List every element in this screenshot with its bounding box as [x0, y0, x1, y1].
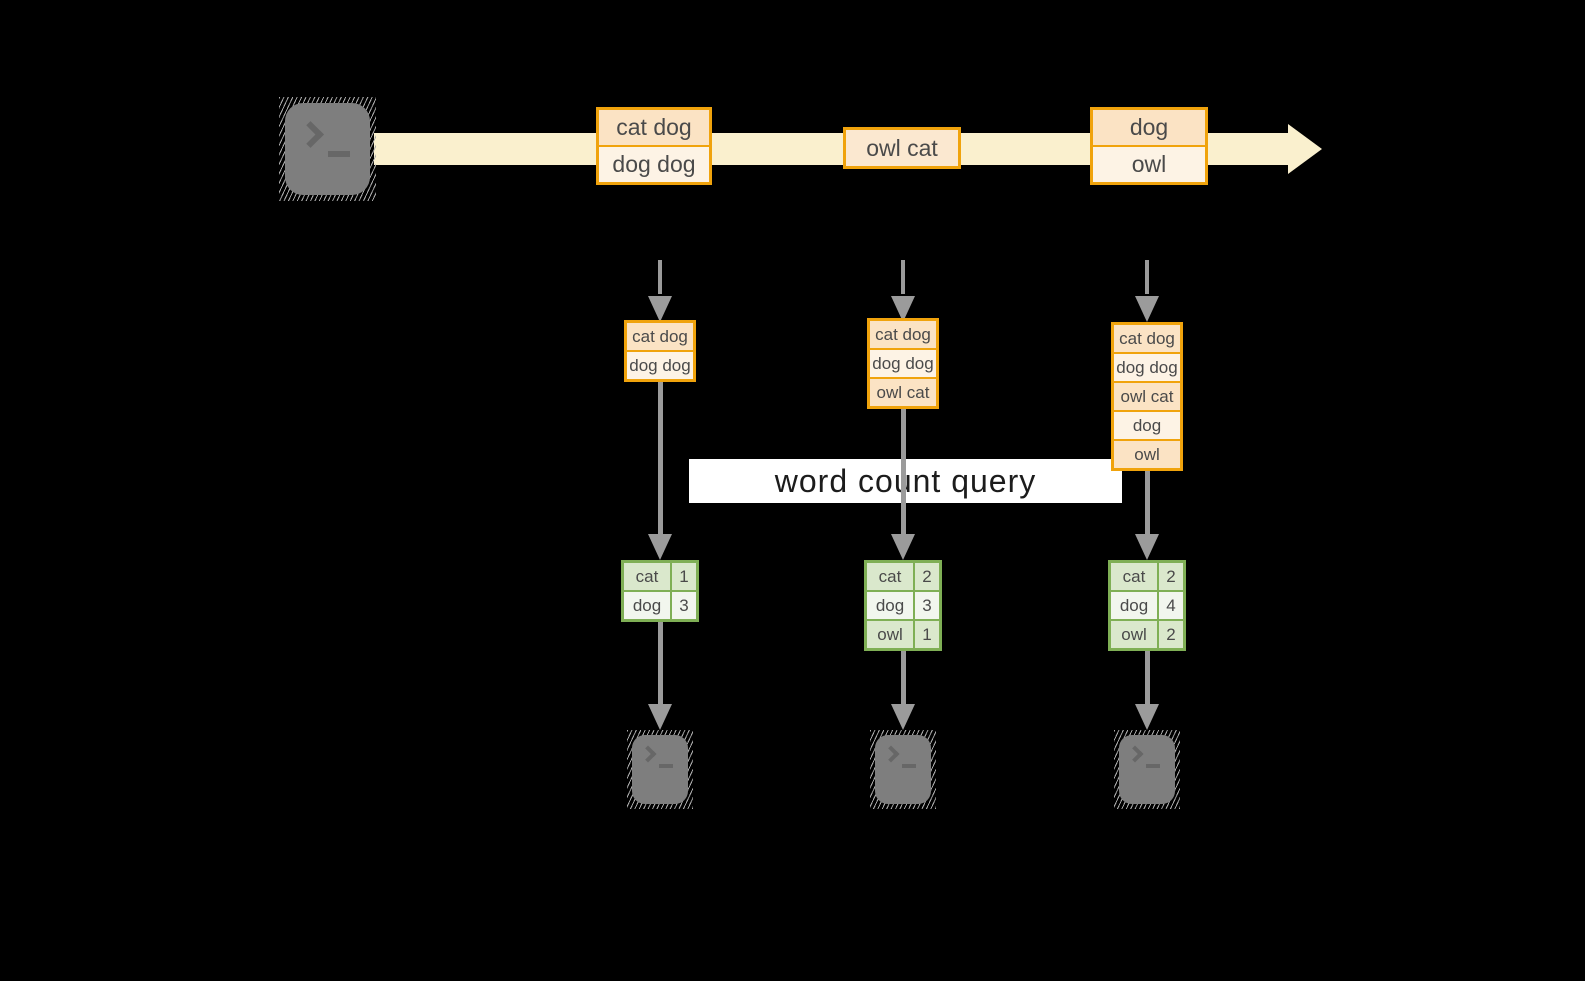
stream-arrowhead-icon: [1288, 124, 1322, 174]
count-word-cell: cat: [867, 563, 913, 590]
prompt-underscore-icon: [902, 764, 916, 768]
message-cell: owl: [1093, 147, 1205, 182]
count-value-cell: 3: [672, 592, 696, 619]
flow-line: [1145, 471, 1150, 534]
terminal-screen: [632, 735, 688, 804]
count-table: cat 1 dog 3: [621, 560, 699, 622]
source-terminal-icon: [279, 97, 376, 201]
count-word-cell: dog: [867, 592, 913, 619]
message-cell: cat dog: [599, 110, 709, 145]
buffer-cell: cat dog: [870, 321, 936, 348]
arrowhead-icon: [891, 704, 915, 730]
count-value-cell: 2: [915, 563, 939, 590]
dashed-arrow: [901, 260, 905, 294]
count-value-cell: 2: [1159, 563, 1183, 590]
prompt-chevron-icon: [1126, 745, 1144, 763]
buffer-cell: owl cat: [1114, 383, 1180, 410]
count-value-cell: 4: [1159, 592, 1183, 619]
sink-terminal-icon: [870, 730, 936, 809]
count-word-cell: owl: [867, 621, 913, 648]
arrowhead-icon: [1135, 296, 1159, 322]
message-cell: owl cat: [846, 130, 958, 166]
stream-message-box: cat dog dog dog: [596, 107, 712, 185]
terminal-screen: [1119, 735, 1175, 804]
prompt-underscore-icon: [328, 151, 350, 157]
terminal-screen: [285, 103, 370, 195]
count-word-cell: dog: [1111, 592, 1157, 619]
flow-line: [901, 409, 906, 534]
count-table: cat 2 dog 3 owl 1: [864, 560, 942, 651]
dashed-arrow: [658, 260, 662, 294]
arrowhead-icon: [648, 296, 672, 322]
buffer-stack: cat dog dog dog owl cat: [867, 318, 939, 409]
buffer-cell: dog: [1114, 412, 1180, 439]
buffer-cell: dog dog: [870, 350, 936, 377]
arrowhead-icon: [891, 296, 915, 322]
buffer-stack: cat dog dog dog owl cat dog owl: [1111, 322, 1183, 471]
arrowhead-icon: [648, 534, 672, 560]
stream-message-box: owl cat: [843, 127, 961, 169]
count-word-cell: cat: [1111, 563, 1157, 590]
buffer-cell: dog dog: [627, 352, 693, 379]
flow-line: [658, 620, 663, 704]
count-word-cell: owl: [1111, 621, 1157, 648]
sink-terminal-icon: [627, 730, 693, 809]
prompt-underscore-icon: [659, 764, 673, 768]
count-table: cat 2 dog 4 owl 2: [1108, 560, 1186, 651]
flow-line: [658, 382, 663, 534]
buffer-cell: cat dog: [1114, 325, 1180, 352]
message-cell: dog: [1093, 110, 1205, 145]
prompt-chevron-icon: [882, 745, 900, 763]
buffer-cell: cat dog: [627, 323, 693, 350]
prompt-chevron-icon: [639, 745, 657, 763]
buffer-cell: dog dog: [1114, 354, 1180, 381]
arrowhead-icon: [1135, 704, 1159, 730]
prompt-chevron-icon: [297, 121, 324, 148]
prompt-underscore-icon: [1146, 764, 1160, 768]
buffer-stack: cat dog dog dog: [624, 320, 696, 382]
message-cell: dog dog: [599, 147, 709, 182]
arrowhead-icon: [648, 704, 672, 730]
count-word-cell: cat: [624, 563, 670, 590]
buffer-cell: owl: [1114, 441, 1180, 468]
terminal-screen: [875, 735, 931, 804]
count-value-cell: 2: [1159, 621, 1183, 648]
flow-line: [1145, 649, 1150, 704]
flow-line: [901, 649, 906, 704]
count-value-cell: 3: [915, 592, 939, 619]
count-word-cell: dog: [624, 592, 670, 619]
count-value-cell: 1: [915, 621, 939, 648]
arrowhead-icon: [1135, 534, 1159, 560]
dashed-arrow: [1145, 260, 1149, 294]
count-value-cell: 1: [672, 563, 696, 590]
stream-message-box: dog owl: [1090, 107, 1208, 185]
arrowhead-icon: [891, 534, 915, 560]
buffer-cell: owl cat: [870, 379, 936, 406]
sink-terminal-icon: [1114, 730, 1180, 809]
